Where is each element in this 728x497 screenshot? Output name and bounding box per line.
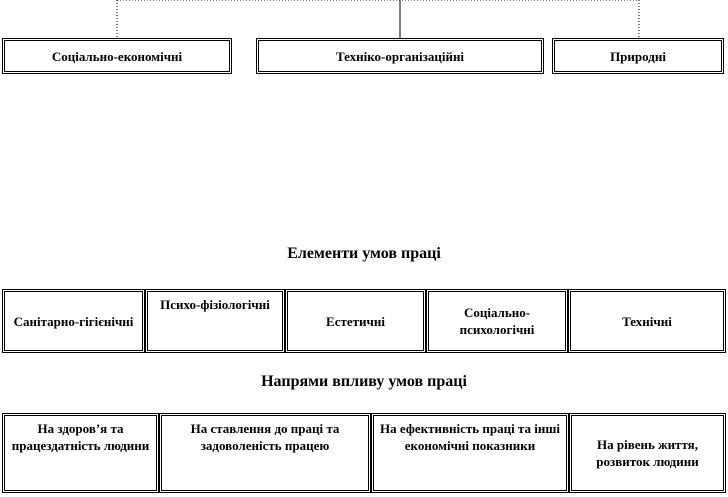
direction-box-health: На здоров’я та працездатність людини <box>2 413 159 493</box>
factor-box-technical-organizational: Техніко-організаційні <box>256 38 544 74</box>
element-label: Технічні <box>622 313 672 329</box>
element-label: Естетичні <box>326 313 385 329</box>
element-box-psychophysiological: Психо-фізіологічні <box>145 289 285 353</box>
direction-label: На ефективність праці та інші економічні… <box>380 421 560 453</box>
direction-box-efficiency: На ефективність праці та інші економічні… <box>371 413 569 493</box>
direction-box-living-standard: На рівень життя, розвиток людини <box>569 413 726 493</box>
element-label: Санітарно-гігієнічні <box>13 313 134 329</box>
element-box-sanitary: Санітарно-гігієнічні <box>2 289 145 353</box>
direction-label: На здоров’я та працездатність людини <box>11 421 150 453</box>
factor-label: Природні <box>610 48 666 64</box>
factor-box-socio-economic: Соціально-економічні <box>2 38 232 74</box>
elements-heading: Елементи умов праці <box>287 245 441 262</box>
element-box-aesthetic: Естетичні <box>285 289 426 353</box>
factor-label: Соціально-економічні <box>51 48 183 64</box>
element-box-socio-psychological: Соціально-психологічні <box>426 289 568 353</box>
factor-label: Техніко-організаційні <box>335 48 465 64</box>
element-box-technical: Технічні <box>568 289 726 353</box>
directions-heading: Напрями впливу умов праці <box>261 373 467 390</box>
element-label: Психо-фізіологічні <box>160 297 270 312</box>
direction-box-attitude: На ставлення до праці та задоволеність п… <box>159 413 371 493</box>
factor-box-natural: Природні <box>552 38 724 74</box>
direction-label: На рівень життя, розвиток людини <box>596 437 699 469</box>
element-label: Соціально-психологічні <box>459 305 535 337</box>
direction-label: На ставлення до праці та задоволеність п… <box>190 421 340 453</box>
